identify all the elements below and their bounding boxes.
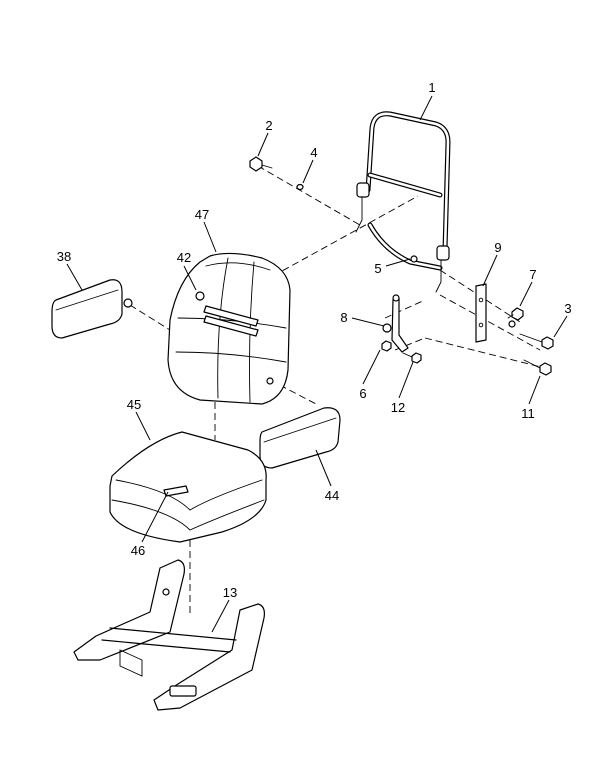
callout-3: 3 [564,301,571,316]
callout-42: 42 [177,250,191,265]
callout-leaders [66,95,568,633]
bolt-7 [507,307,524,321]
callout-13: 13 [223,585,237,600]
callout-45: 45 [127,397,141,412]
callout-12: 12 [391,400,405,415]
seat-frame-13 [73,559,265,711]
bolt-11 [523,359,552,376]
nut-6 [381,340,392,352]
callout-4: 4 [310,145,317,160]
bolt-2 [249,156,273,172]
washer-4 [296,183,304,191]
lever-bracket-8 [382,294,409,353]
callout-46: 46 [131,543,145,558]
callout-38: 38 [57,249,71,264]
callout-6: 6 [359,386,366,401]
callout-1: 1 [428,80,435,95]
seat-cushion-45 [109,431,267,543]
callout-44: 44 [325,488,339,503]
callout-2: 2 [265,118,272,133]
armrest-38 [51,279,133,339]
mount-bracket-9 [475,283,487,343]
callout-7: 7 [529,267,536,282]
armrest-44 [259,407,341,469]
seat-backrest-47 [167,252,291,405]
callout-8: 8 [340,310,347,325]
callout-9: 9 [494,240,501,255]
roll-bar-frame [355,111,451,293]
bolt-3 [508,320,554,350]
callout-11: 11 [521,406,535,421]
callout-5: 5 [374,261,381,276]
callout-47: 47 [195,207,209,222]
bolt-12 [402,352,422,364]
callout-labels: 1 2 3 4 5 6 7 8 9 11 12 13 38 42 44 45 4… [57,80,572,600]
